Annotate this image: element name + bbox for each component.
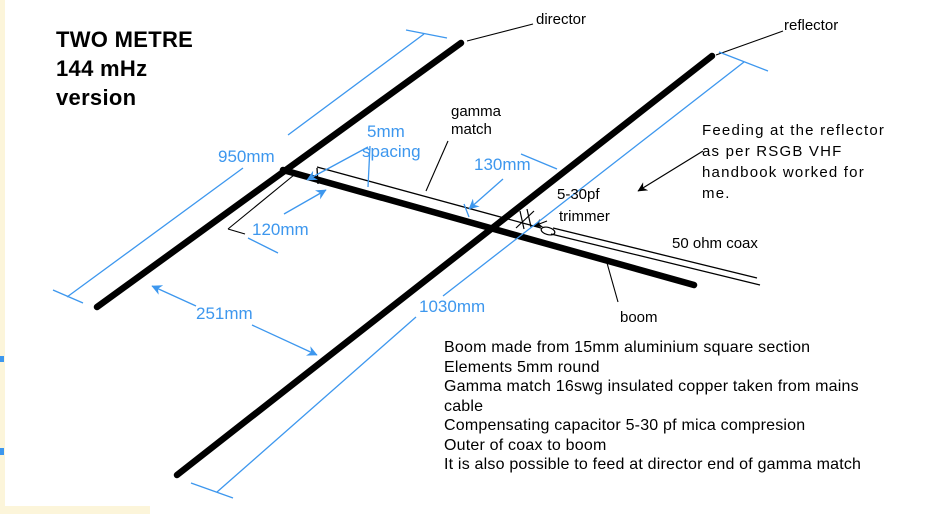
dim-120-leader bbox=[247, 237, 279, 254]
feeding-note-line: handbook worked for bbox=[702, 164, 865, 181]
reflector-label: reflector bbox=[784, 17, 839, 34]
trimmer-label-line1: 5-30pf bbox=[557, 186, 600, 203]
dim-251-arrow-a bbox=[151, 285, 197, 307]
trimmer-pointer bbox=[533, 218, 548, 228]
dim-120-arrow bbox=[283, 189, 327, 215]
trimmer-capacitor-sketch bbox=[515, 210, 535, 229]
note-line: Compensating capacitor 5-30 pf mica comp… bbox=[444, 417, 806, 434]
dim-950-label: 950mm bbox=[218, 147, 275, 166]
feeding-note-line: Feeding at the reflector bbox=[702, 122, 886, 139]
coax-line-lower bbox=[550, 233, 761, 286]
title-line-3: version bbox=[56, 85, 137, 110]
feeding-note-arrow bbox=[637, 150, 704, 192]
feed-loop bbox=[540, 226, 556, 236]
boom-label: boom bbox=[620, 309, 658, 326]
director-label: director bbox=[536, 11, 587, 28]
scan-edge-bottom bbox=[0, 506, 150, 514]
director-element bbox=[93, 39, 465, 311]
edge-mark bbox=[0, 356, 4, 362]
feeding-note-line: me. bbox=[702, 185, 731, 202]
edge-mark bbox=[0, 448, 4, 455]
feeding-note: Feeding at the reflector as per RSGB VHF… bbox=[702, 120, 885, 204]
dim-130-tick bbox=[463, 203, 470, 218]
director-pointer bbox=[466, 23, 534, 42]
dim-130-arrow bbox=[468, 178, 504, 210]
boom-pointer bbox=[606, 262, 619, 303]
dim-1030-tick-bottom bbox=[190, 482, 234, 499]
coax-line-upper bbox=[552, 227, 758, 279]
title-line-1: TWO METRE bbox=[56, 27, 194, 52]
dim-950-line-a bbox=[287, 33, 425, 136]
reference-line-jog bbox=[227, 228, 246, 235]
dim-950-line-b bbox=[66, 167, 244, 298]
dim-120-label: 120mm bbox=[252, 220, 309, 239]
dim-spacing-label: spacing bbox=[362, 142, 421, 161]
dim-130-leader bbox=[520, 153, 558, 170]
feeding-note-line: as per RSGB VHF bbox=[702, 143, 843, 160]
page-title: TWO METRE 144 mHz version bbox=[56, 25, 193, 112]
dim-130-label: 130mm bbox=[474, 155, 531, 174]
trimmer-capacitor-sketch bbox=[519, 210, 525, 230]
reference-line bbox=[227, 174, 295, 230]
note-line: Boom made from 15mm aluminium square sec… bbox=[444, 339, 811, 356]
dim-5mm-arrow bbox=[306, 146, 369, 181]
note-line: It is also possible to feed at director … bbox=[444, 456, 862, 473]
note-line: Outer of coax to boom bbox=[444, 436, 607, 454]
note-line: Gamma match 16swg insulated copper taken… bbox=[444, 378, 859, 395]
dim-251-label: 251mm bbox=[196, 304, 253, 323]
gamma-match-wire bbox=[316, 166, 542, 229]
dim-1030-tick-top bbox=[718, 51, 769, 72]
dim-950-tick-bottom bbox=[52, 289, 84, 304]
gamma-match-pointer bbox=[425, 140, 449, 192]
dim-950-tick-top bbox=[405, 29, 448, 39]
dim-spacing-leader bbox=[367, 145, 371, 188]
gamma-match-label: gamma match bbox=[451, 103, 502, 138]
dim-5mm-label: 5mm bbox=[367, 122, 405, 141]
title-line-2: 144 mHz bbox=[56, 56, 148, 81]
boom-line bbox=[279, 166, 698, 289]
coax-label: 50 ohm coax bbox=[672, 235, 758, 252]
dim-1030-line-b bbox=[216, 316, 417, 493]
trimmer-label-line2: trimmer bbox=[559, 208, 610, 225]
construction-notes: Boom made from 15mm aluminium square sec… bbox=[444, 338, 861, 475]
note-line: Elements 5mm round bbox=[444, 358, 600, 376]
reflector-pointer bbox=[715, 30, 784, 56]
dim-251-arrow-b bbox=[251, 324, 318, 356]
note-line: cable bbox=[444, 397, 484, 415]
dim-1030-label: 1030mm bbox=[419, 297, 486, 316]
reflector-element bbox=[173, 52, 716, 479]
dim-1030-line-a bbox=[442, 61, 745, 297]
scan-edge-left bbox=[0, 0, 5, 514]
trimmer-capacitor-sketch bbox=[526, 208, 532, 228]
